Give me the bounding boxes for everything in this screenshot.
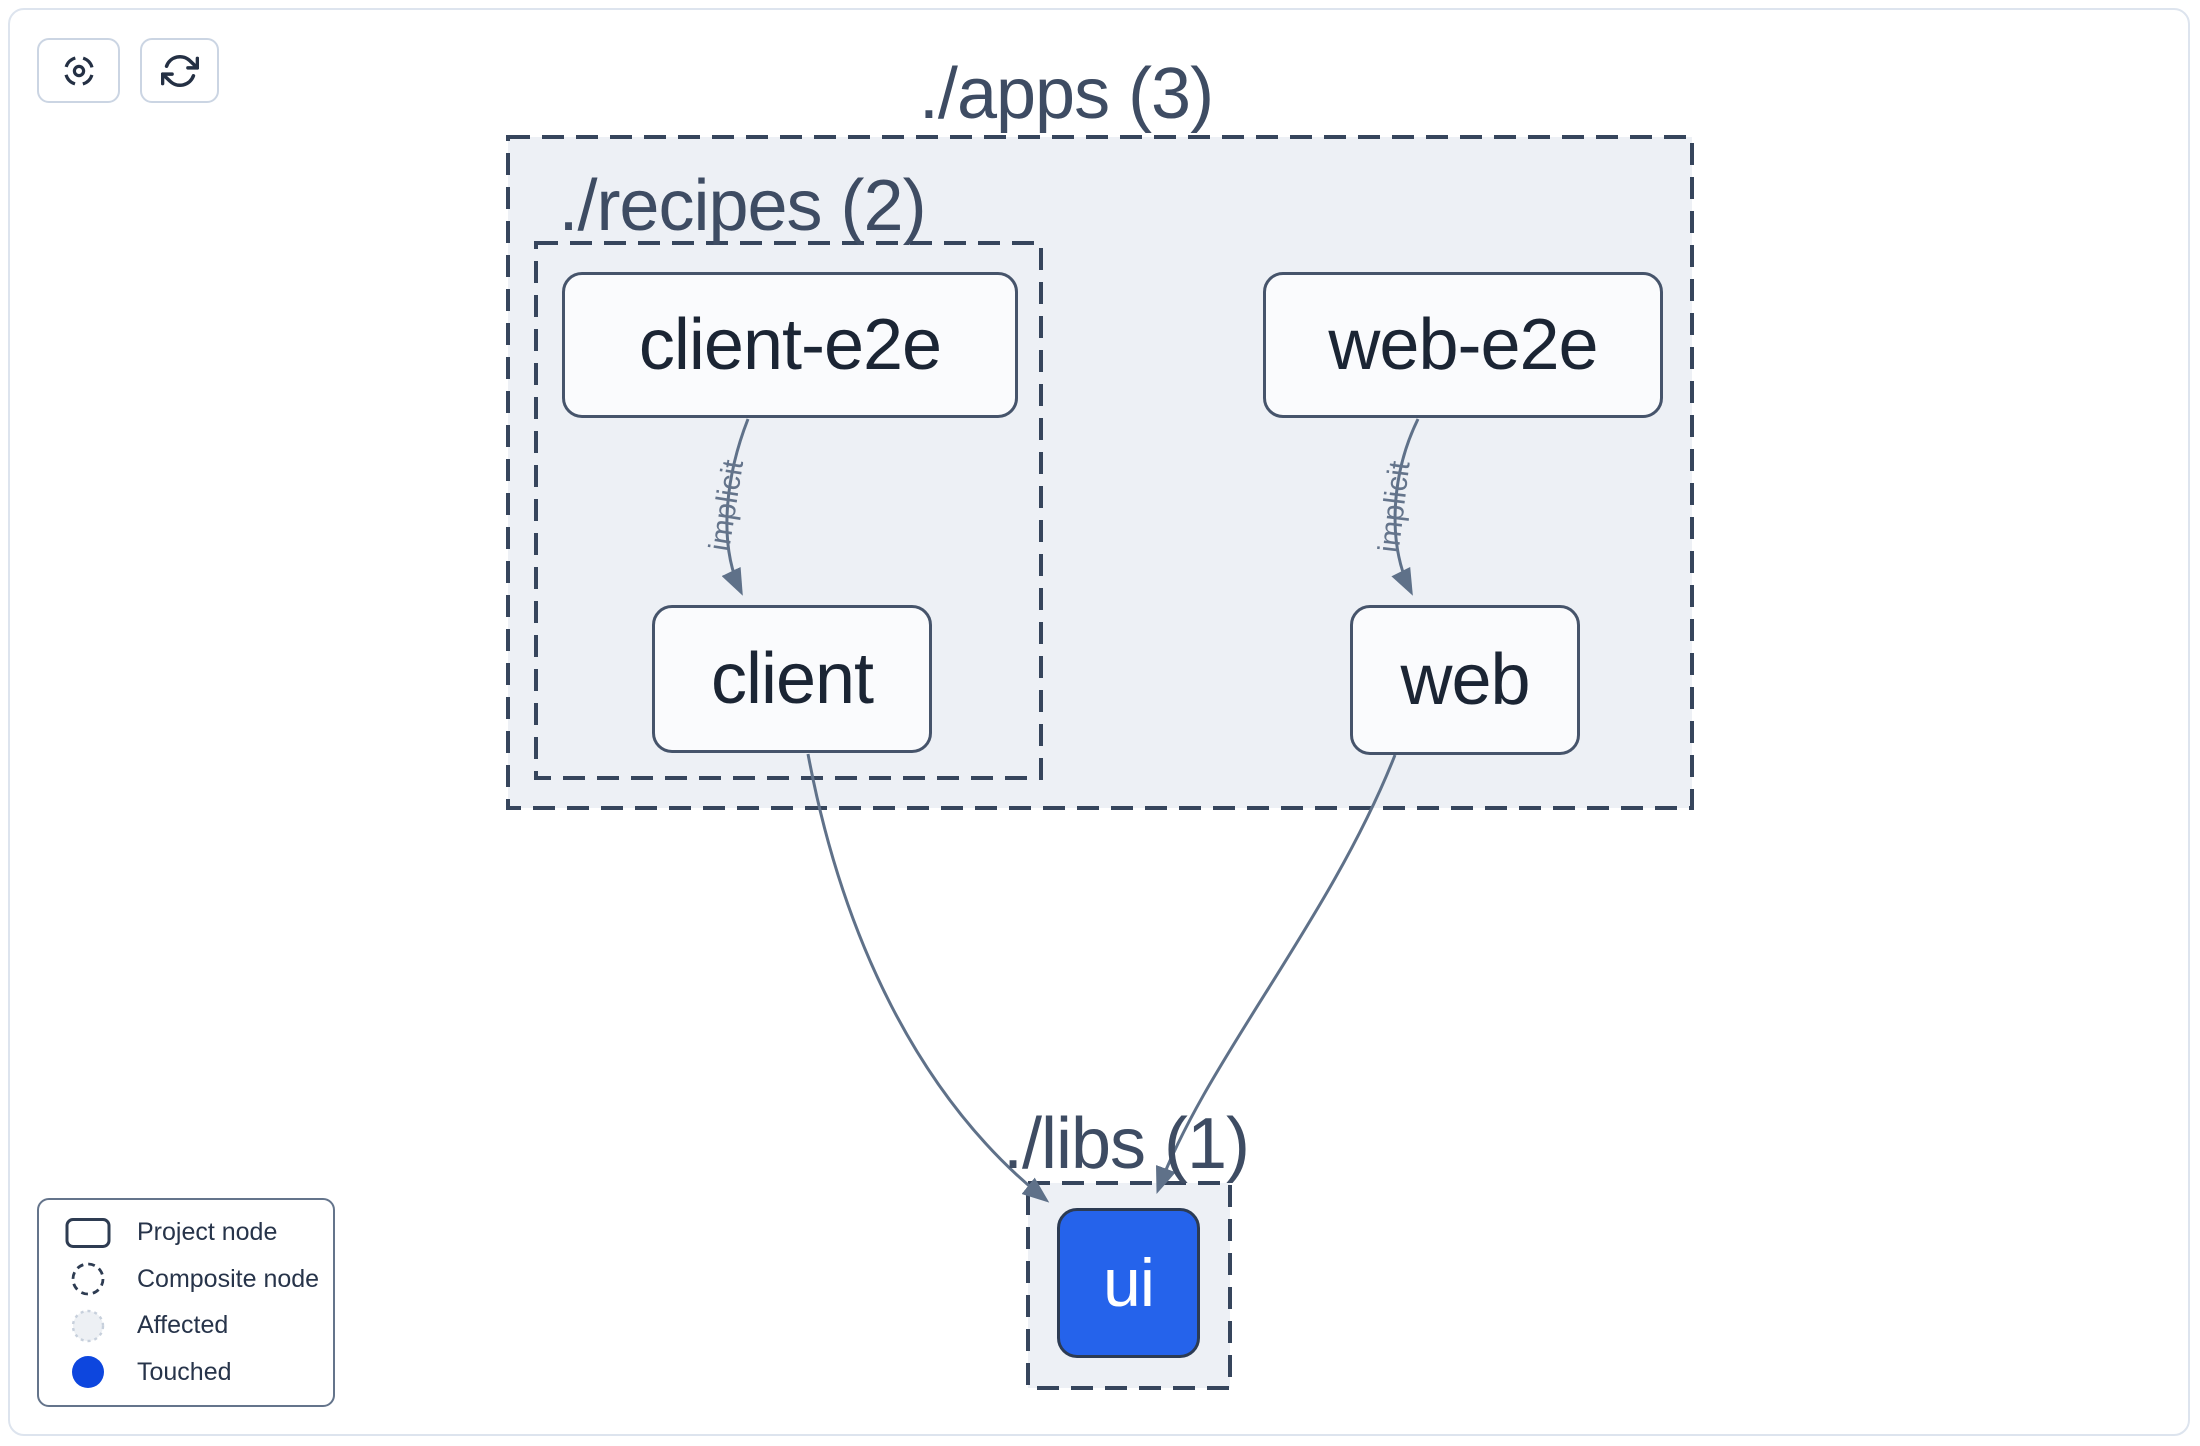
group-title-apps[interactable]: ./apps (3) — [918, 54, 1214, 134]
edge-client-e2e-to-client[interactable] — [721, 418, 750, 596]
composite-node-icon — [71, 1262, 105, 1296]
node-ui[interactable]: ui — [1057, 1208, 1200, 1358]
node-client-e2e-label: client-e2e — [638, 305, 942, 385]
legend-label: Touched — [137, 1357, 232, 1386]
project-node-icon — [65, 1217, 111, 1248]
refresh-icon — [160, 54, 199, 87]
edge-web-to-ui[interactable] — [1156, 754, 1397, 1194]
crosshair-focus-icon — [63, 55, 94, 86]
legend: Project node Composite node Affected Tou… — [37, 1198, 335, 1407]
legend-label: Composite node — [137, 1264, 320, 1293]
refresh-button[interactable] — [140, 38, 219, 103]
legend-label: Project node — [137, 1218, 278, 1247]
node-client-label: client — [710, 639, 874, 719]
group-title-libs[interactable]: ./libs (1) — [1002, 1104, 1250, 1184]
legend-item-touched: Touched — [39, 1354, 333, 1390]
legend-item-project-node: Project node — [39, 1215, 333, 1251]
group-title-recipes[interactable]: ./recipes (2) — [558, 166, 926, 246]
node-ui-label: ui — [1103, 1245, 1155, 1321]
edge-client-to-ui[interactable] — [806, 753, 1050, 1203]
edge-web-e2e-to-web[interactable] — [1391, 418, 1420, 596]
legend-item-affected: Affected — [39, 1308, 333, 1344]
legend-label: Affected — [137, 1311, 229, 1340]
node-web[interactable]: web — [1350, 605, 1580, 755]
node-client-e2e[interactable]: client-e2e — [562, 272, 1018, 418]
toolbar — [37, 38, 219, 103]
node-web-e2e-label: web-e2e — [1328, 305, 1598, 385]
node-web-e2e[interactable]: web-e2e — [1263, 272, 1663, 418]
legend-item-composite-node: Composite node — [39, 1261, 333, 1297]
node-web-label: web — [1400, 640, 1530, 720]
affected-node-icon — [71, 1309, 105, 1342]
center-graph-button[interactable] — [37, 38, 120, 103]
touched-node-icon — [72, 1356, 104, 1389]
node-client[interactable]: client — [652, 605, 932, 753]
